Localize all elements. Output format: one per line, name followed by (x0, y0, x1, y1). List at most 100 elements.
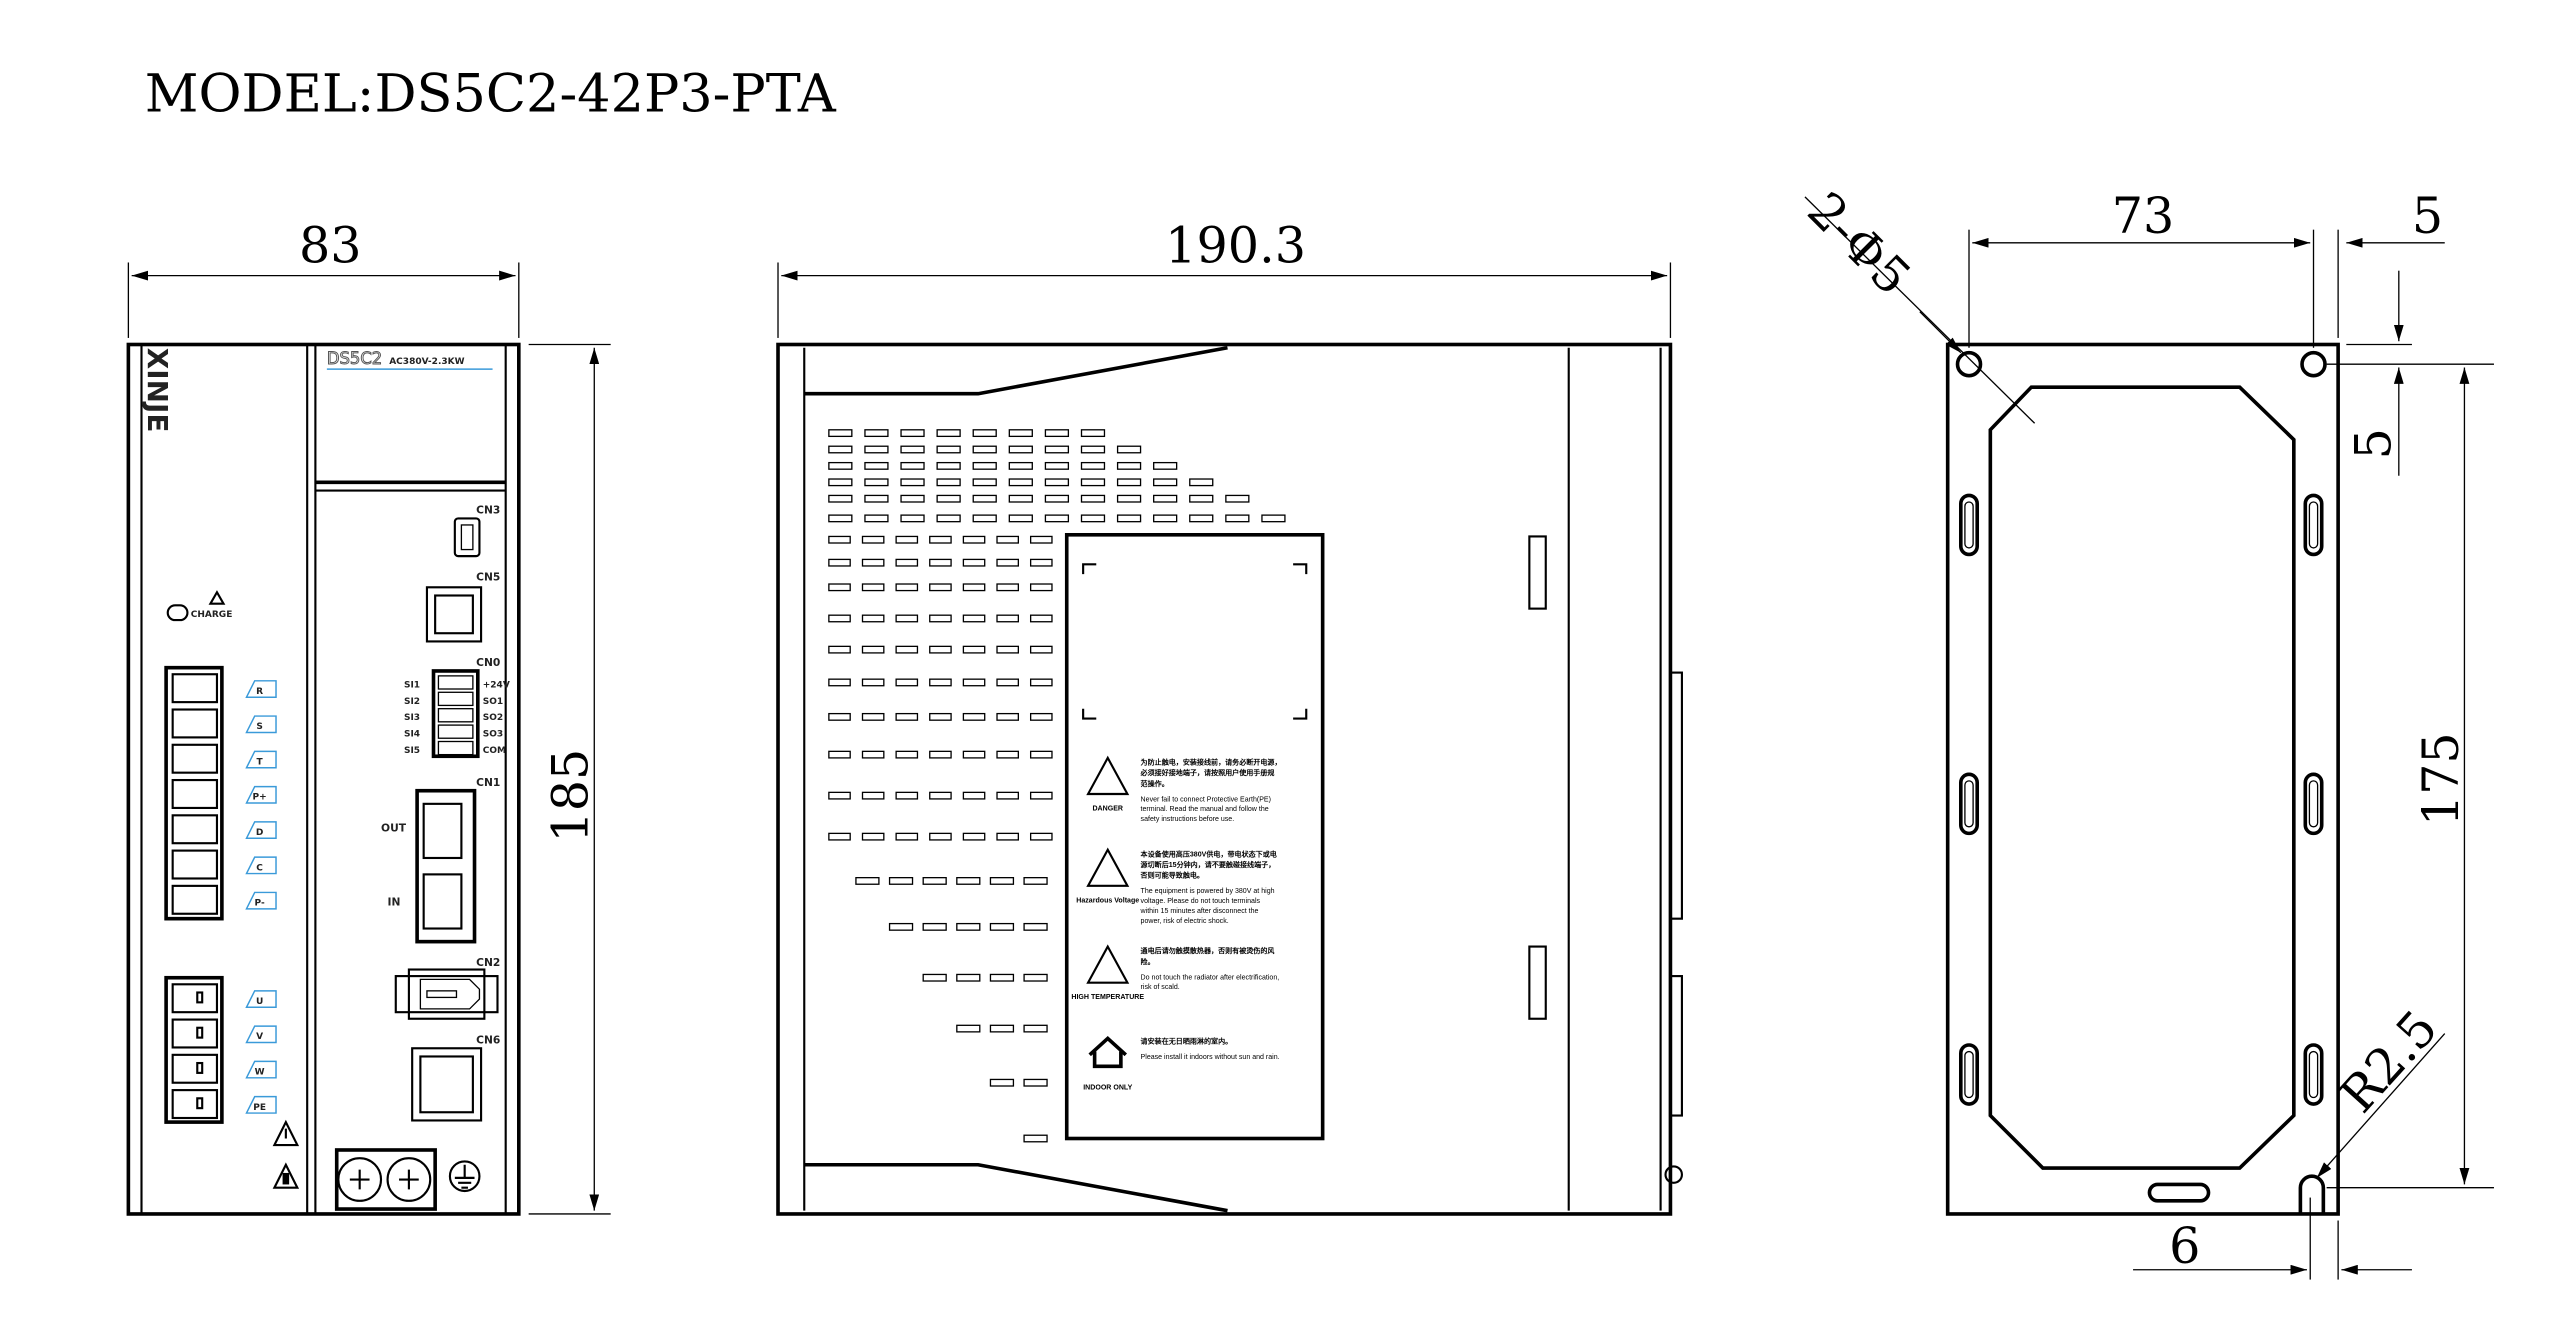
vent-slot (900, 478, 925, 487)
vent-slot (900, 445, 925, 454)
motor-terminal-label: PE (253, 1103, 266, 1113)
vent-slot (1029, 712, 1053, 721)
mounting-slot (2303, 1043, 2324, 1106)
vent-slot (1189, 514, 1214, 523)
vent-slot (929, 558, 952, 567)
power-terminal-label: D (256, 828, 264, 838)
vent-slot (861, 791, 885, 800)
warning-icon (272, 1119, 300, 1147)
warning-tag: DANGER (1092, 805, 1123, 812)
side-view: 190.3 DANGER为防止触电，安装接线前，请务必断开电源，必须接好接地端子… (776, 216, 1683, 1216)
vent-slot (1080, 461, 1106, 470)
terminal-tag (245, 785, 277, 804)
vent-slot (828, 832, 851, 841)
vent-slot (936, 478, 961, 487)
hot-surface-icon (1086, 944, 1130, 984)
vent-slot (929, 791, 952, 800)
vent-slot (900, 514, 925, 523)
vent-slot (929, 645, 952, 654)
rating-label: AC380V-2.3KW (389, 357, 464, 367)
vent-slot (929, 832, 952, 841)
warning-text-en: power, risk of electric shock. (1141, 918, 1229, 925)
power-terminal-label: R (256, 687, 263, 697)
vent-slot (1029, 678, 1053, 687)
terminal-tag (245, 680, 277, 698)
vent-slot (828, 791, 851, 800)
vent-slot (828, 614, 851, 623)
vent-slot (1023, 877, 1048, 885)
motor-terminal-label: V (256, 1032, 263, 1042)
terminal-tag (245, 1095, 277, 1114)
vent-slot (956, 973, 981, 982)
io-pin-label: SI4 (404, 730, 420, 740)
warning-text-en: Never fail to connect Protective Earth(P… (1141, 796, 1271, 803)
cn2-encoder-port[interactable] (394, 975, 499, 1014)
vent-slot (929, 712, 952, 721)
warning-tag: HIGH TEMPERATURE (1071, 994, 1144, 1001)
mounting-slot (2303, 493, 2324, 557)
power-terminal-slot (171, 743, 219, 774)
dim-radius: R2.5 (2329, 999, 2449, 1123)
vent-slot (895, 583, 919, 592)
vent-slot (864, 494, 889, 503)
motor-terminal-label: W (255, 1068, 265, 1078)
vent-slot (828, 461, 853, 470)
mounting-slot (2147, 1182, 2211, 1203)
vent-slot (996, 791, 1019, 800)
warning-text-en: The equipment is powered by 380V at high (1141, 888, 1275, 895)
vent-slot (1116, 494, 1142, 503)
cn1-ethercat-ports[interactable] (415, 788, 477, 944)
warning-text-en: safety instructions before use. (1141, 816, 1235, 823)
cn0-io-connector[interactable] (431, 669, 480, 759)
vent-slot (861, 583, 885, 592)
io-pin-label: SI3 (404, 713, 420, 723)
mounting-hole (2300, 350, 2327, 378)
vent-slot (895, 645, 919, 654)
vent-slot (996, 535, 1019, 544)
model-title: MODEL:DS5C2-42P3-PTA (145, 64, 837, 125)
terminal-tag (245, 750, 277, 769)
power-terminal-slot (171, 778, 219, 810)
vent-slot (828, 558, 851, 567)
vent-slot (962, 712, 986, 721)
vent-slot (1116, 461, 1142, 470)
vent-slot (1080, 445, 1106, 454)
mounting-slot (1958, 493, 1980, 557)
cn3-usb-port[interactable] (453, 517, 481, 558)
io-pin-label: SI1 (404, 680, 420, 690)
front-view: 83 185 XINJE DS5C2 AC380V-2.3KW CHARGE R… (126, 216, 611, 1216)
vent-slot (972, 514, 997, 523)
vent-slot (956, 1024, 981, 1033)
ground-icon (448, 1160, 481, 1193)
terminal-tag (245, 821, 277, 840)
brand-logo: XINJE (141, 348, 174, 433)
cn6-port[interactable] (411, 1047, 483, 1122)
motor-terminal-label: U (256, 997, 263, 1007)
vent-slot (895, 712, 919, 721)
vent-slot (1008, 461, 1033, 470)
vent-slot (1080, 478, 1106, 487)
vent-slot (962, 645, 986, 654)
warning-label (1064, 532, 1325, 1141)
vent-slot (1029, 791, 1053, 800)
cn6-label: CN6 (476, 1033, 500, 1046)
warning-item: HIGH TEMPERATURE通电后请勿触摸散热器，否则有被烫伤的风险。Do … (1071, 944, 1279, 1001)
vent-slot (936, 429, 961, 438)
power-terminal-block (164, 665, 224, 921)
vent-slot (828, 750, 851, 759)
vent-slot (962, 583, 986, 592)
vent-slot (1029, 832, 1053, 841)
io-pin-label: SO3 (483, 730, 503, 740)
mounting-slot (1958, 772, 1980, 836)
vent-slot (861, 750, 885, 759)
cn1-label: CN1 (476, 776, 500, 789)
cn5-port[interactable] (425, 586, 483, 643)
warning-tag: INDOOR ONLY (1083, 1084, 1132, 1091)
danger-icon (1086, 755, 1130, 796)
dim-height: 185 (542, 749, 600, 843)
vent-slot (1023, 1134, 1048, 1143)
mounting-slot (2303, 772, 2324, 836)
cn2-label: CN2 (476, 956, 500, 969)
warning-icon (208, 590, 226, 605)
vent-slot (1008, 429, 1033, 438)
